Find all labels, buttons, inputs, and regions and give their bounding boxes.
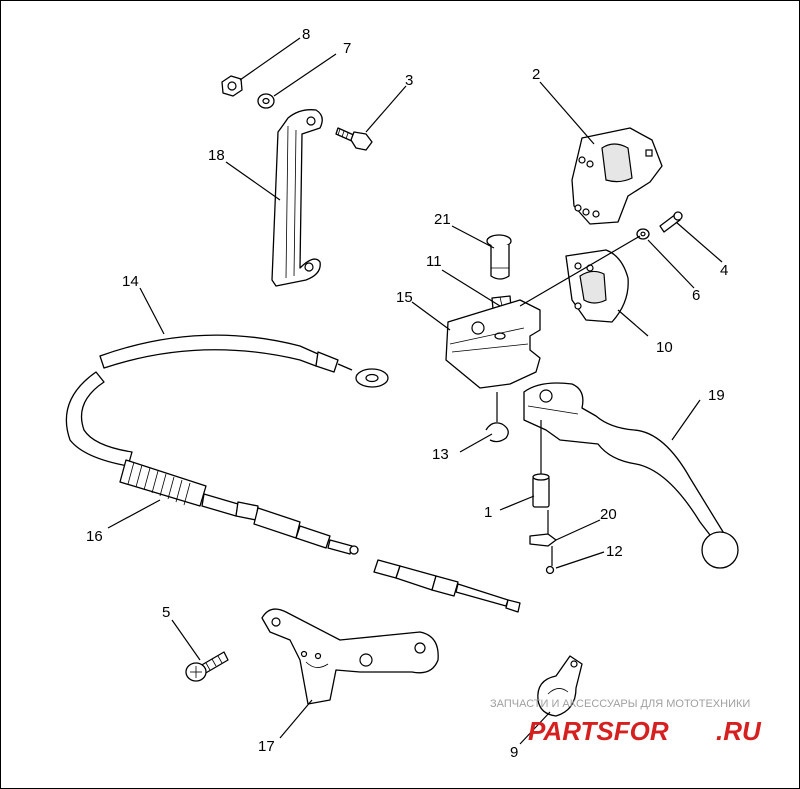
part-20-cable-pin [529,510,557,547]
callout-3: 3 [405,72,413,89]
part-9-cable-clip [537,655,583,717]
leader-lines [107,37,723,745]
part-21-pin [486,234,512,280]
part-12-screw [545,546,555,575]
part-3-bolt [335,127,373,151]
part-14-wire [99,334,389,388]
part-10-lower-housing [565,249,629,323]
callout-20: 20 [600,506,617,523]
callout-15: 15 [396,289,413,306]
watermark-tagline: ЗАПЧАСТИ И АКСЕССУАРЫ ДЛЯ МОТОТЕХНИКИ [490,698,750,710]
callout-21: 21 [434,211,451,228]
callout-14: 14 [122,273,139,290]
part-16-clutch-cable [65,371,521,613]
part-4-screw [659,211,683,233]
callout-5: 5 [162,604,170,621]
callout-11: 11 [426,253,442,270]
part-7-washer [257,93,275,109]
watermark: ЗАПЧАСТИ И АКСЕССУАРЫ ДЛЯ МОТОТЕХНИКИ PA… [490,698,762,746]
callout-10: 10 [656,339,673,356]
watermark-logo: PARTSFOR [528,716,669,746]
callout-7: 7 [343,40,351,57]
part-13-clip [485,392,509,443]
part-15-lever-bracket [445,235,641,389]
callout-1: 1 [484,504,492,521]
callout-13: 13 [432,446,449,463]
part-5-screw [185,651,229,682]
callout-4: 4 [720,262,728,279]
part-19-clutch-lever [523,382,739,569]
part-2-upper-housing [571,127,663,225]
callout-2: 2 [532,66,540,83]
callout-18: 18 [208,147,225,164]
callout-6: 6 [692,287,700,304]
part-17-clamp-bracket [261,608,439,705]
callout-labels: 8 7 3 2 18 21 4 11 6 15 14 10 19 13 1 20… [86,26,728,761]
callout-12: 12 [606,543,623,560]
callout-17: 17 [258,738,275,755]
callout-9: 9 [510,744,518,761]
part-18-bracket [271,109,323,287]
callout-16: 16 [86,528,103,545]
part-8-nut [221,75,243,97]
part-1-spacer [532,420,550,508]
callout-19: 19 [708,387,725,404]
callout-8: 8 [302,26,310,43]
watermark-logo-suffix: .RU [716,716,762,746]
part-6-washer [636,228,650,240]
